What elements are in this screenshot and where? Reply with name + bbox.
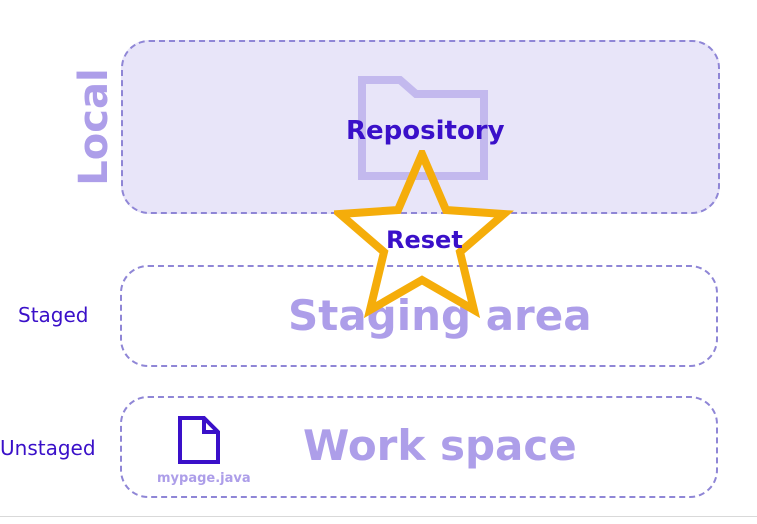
reset-label: Reset (386, 226, 463, 254)
repository-zone (121, 40, 720, 214)
staged-side-label: Staged (18, 303, 89, 327)
star-icon (334, 150, 514, 319)
folder-icon (358, 76, 488, 180)
staging-area-title: Staging area (288, 291, 592, 340)
unstaged-side-label: Unstaged (0, 436, 96, 460)
file-icon (178, 416, 220, 464)
repository-label: Repository (346, 116, 505, 146)
local-side-label: Local (71, 68, 117, 186)
file-name-label: mypage.java (157, 471, 251, 486)
work-space-title: Work space (303, 421, 577, 470)
bottom-divider (0, 516, 757, 517)
